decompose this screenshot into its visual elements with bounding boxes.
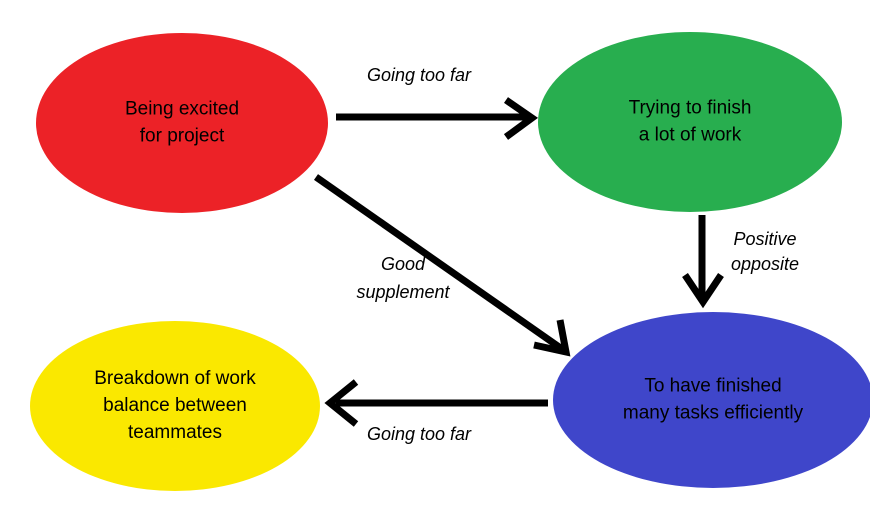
edge-label-line: Going too far — [367, 65, 472, 85]
node-label-line: Trying to finish — [629, 98, 752, 119]
node-breakdown-of-work-balance-shape[interactable] — [30, 321, 320, 491]
node-trying-to-finish-a-lot-of-work[interactable]: Trying to finish a lot of work — [538, 32, 842, 212]
edges-layer — [313, 97, 724, 427]
nodes-layer: Being excited for project Trying to finish… — [30, 32, 870, 491]
node-label-line: teammates — [128, 422, 222, 443]
edge-excited-to-finished[interactable] — [313, 174, 571, 357]
node-label-line: a lot of work — [639, 125, 742, 146]
edge-label-line: Going too far — [367, 424, 472, 444]
edge-finished-to-breakdown-label: Going too far — [367, 424, 472, 444]
edge-label-line: Positive — [733, 229, 796, 249]
edge-excited-to-trying[interactable] — [336, 97, 539, 140]
node-breakdown-of-work-balance[interactable]: Breakdown of work balance between teammate… — [30, 321, 320, 491]
node-being-excited-for-project[interactable]: Being excited for project — [36, 33, 328, 213]
arrowhead-icon — [682, 273, 724, 309]
edge-excited-to-finished-shaft — [313, 174, 565, 352]
edge-excited-to-finished-label: Good supplement — [356, 254, 450, 302]
node-label-line: for project — [140, 126, 225, 147]
arrowhead-icon — [324, 379, 359, 427]
edge-trying-to-finished-label: Positive opposite — [731, 229, 799, 274]
arrowhead-icon — [503, 97, 539, 140]
edge-finished-to-breakdown[interactable] — [324, 379, 548, 427]
arrowhead-icon — [533, 319, 571, 357]
node-label-line: To have finished — [644, 376, 781, 397]
node-label-line: balance between — [103, 395, 247, 416]
node-label-line: Being excited — [125, 99, 239, 120]
node-to-have-finished-many-tasks-efficiently-shape[interactable] — [553, 312, 870, 488]
node-being-excited-for-project-shape[interactable] — [36, 33, 328, 213]
edge-trying-to-finished[interactable] — [682, 215, 724, 309]
edge-label-line: supplement — [356, 282, 450, 302]
node-label-line: many tasks efficiently — [623, 403, 804, 424]
edge-labels-layer: Going too farPositiveoppositeGoodsupplem… — [356, 65, 799, 444]
edge-excited-to-trying-label: Going too far — [367, 65, 472, 85]
node-trying-to-finish-a-lot-of-work-shape[interactable] — [538, 32, 842, 212]
edge-label-line: opposite — [731, 254, 799, 274]
node-label-line: Breakdown of work — [94, 368, 256, 389]
node-to-have-finished-many-tasks-efficiently[interactable]: To have finished many tasks efficiently — [553, 312, 870, 488]
edge-label-line: Good — [381, 254, 426, 274]
